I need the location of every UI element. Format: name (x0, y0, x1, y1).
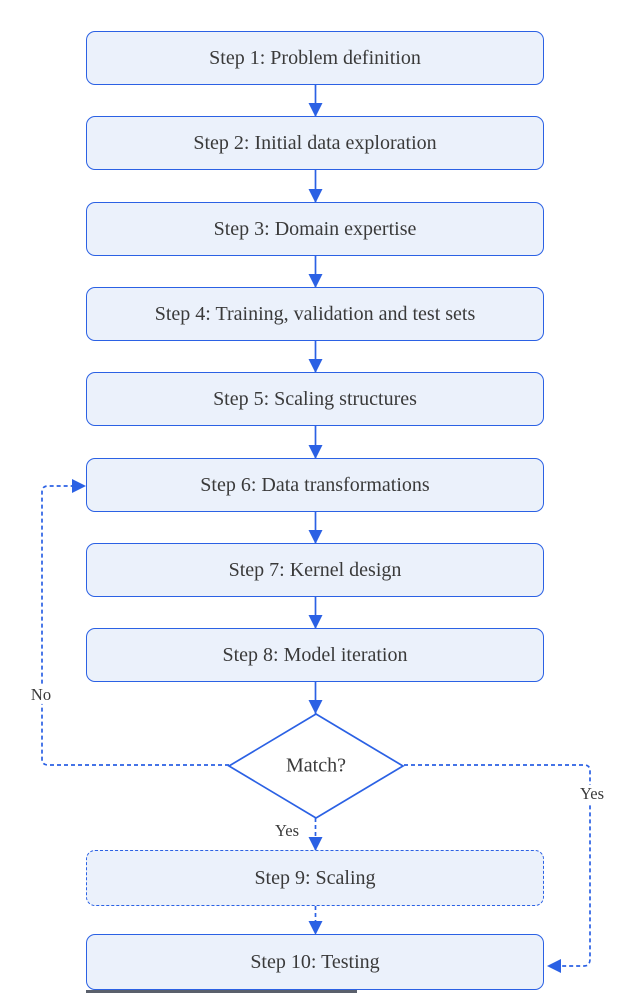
arrowhead-step5 (308, 359, 323, 373)
step-1-label: Step 1: Problem definition (209, 46, 421, 69)
step-7-box: Step 7: Kernel design (86, 543, 544, 597)
step-4-box: Step 4: Training, validation and test se… (86, 287, 544, 341)
decision-label: Match? (286, 754, 346, 777)
step-3-label: Step 3: Domain expertise (213, 217, 417, 240)
arrowhead-step9 (308, 837, 323, 851)
arrowhead-no-loop-step6 (72, 479, 86, 493)
step-2-box: Step 2: Initial data exploration (86, 116, 544, 170)
step-4-label: Step 4: Training, validation and test se… (154, 302, 476, 325)
step-6-label: Step 6: Data transformations (200, 473, 430, 496)
step-7-label: Step 7: Kernel design (228, 558, 402, 581)
arrowhead-step4 (308, 274, 323, 288)
step-2-label: Step 2: Initial data exploration (193, 131, 437, 154)
arrowhead-step2 (308, 103, 323, 117)
step-8-label: Step 8: Model iteration (222, 643, 408, 666)
step-10-box: Step 10: Testing (86, 934, 544, 990)
step-3-box: Step 3: Domain expertise (86, 202, 544, 256)
arrowhead-step10 (308, 921, 323, 935)
arrowhead-step8 (308, 615, 323, 629)
arrowhead-decision (308, 700, 323, 714)
step-8-box: Step 8: Model iteration (86, 628, 544, 682)
step-5-label: Step 5: Scaling structures (213, 387, 417, 410)
step-1-box: Step 1: Problem definition (86, 31, 544, 85)
edge-label-no: No (27, 685, 55, 705)
arrowhead-step7 (308, 530, 323, 544)
step-10-label: Step 10: Testing (250, 950, 380, 973)
edge-label-yes-right: Yes (576, 784, 608, 804)
arrowhead-step6 (308, 445, 323, 459)
step-5-box: Step 5: Scaling structures (86, 372, 544, 426)
arrowhead-yes-step10 (547, 959, 561, 973)
edge-label-yes-bottom: Yes (271, 821, 303, 841)
step-9-box: Step 9: Scaling (86, 850, 544, 906)
cropped-edge-artifact (86, 990, 357, 993)
arrowhead-step3 (308, 189, 323, 203)
no-loop-path (41, 485, 229, 766)
step-9-label: Step 9: Scaling (254, 866, 376, 889)
step-6-box: Step 6: Data transformations (86, 458, 544, 512)
